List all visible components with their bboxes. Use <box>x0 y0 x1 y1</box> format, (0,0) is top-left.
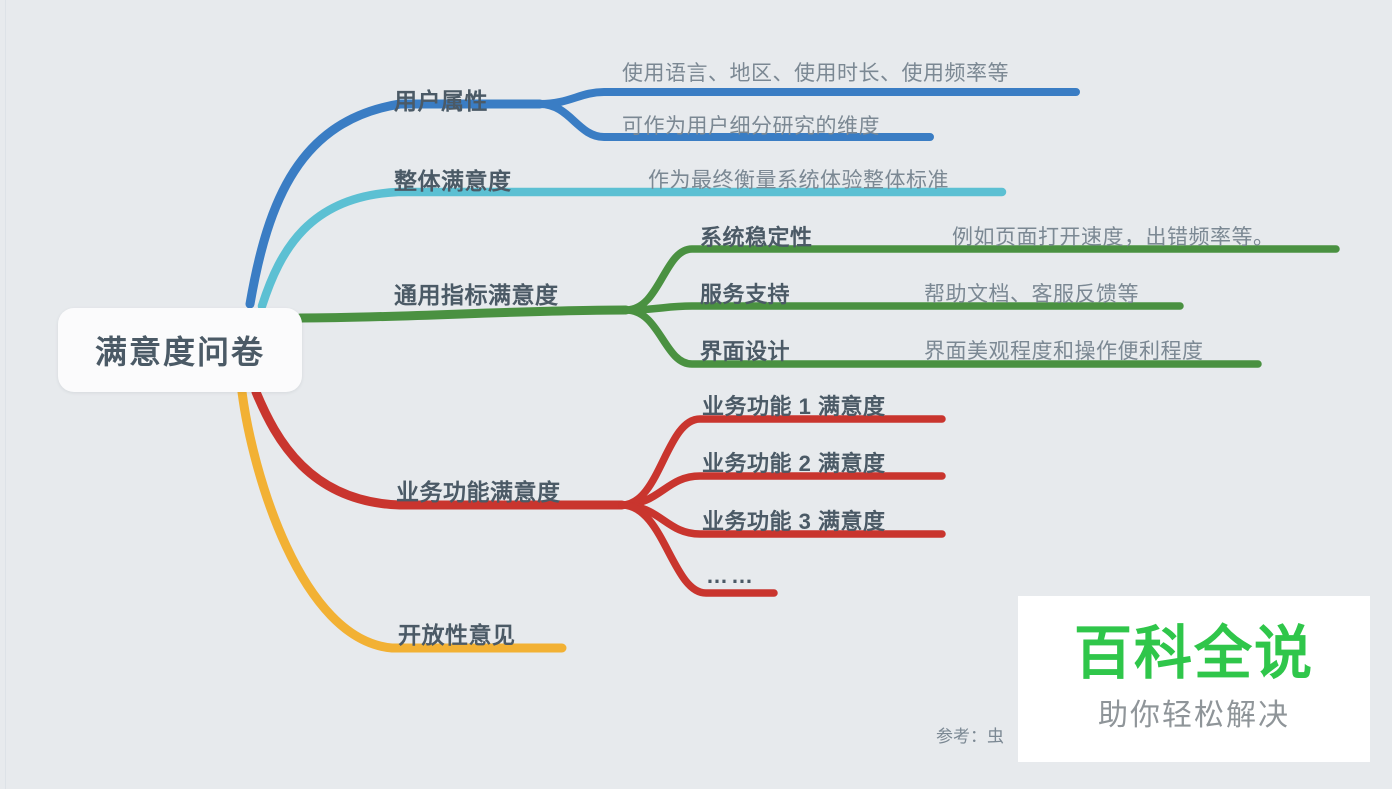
node-business-function-2-label: 业务功能 2 满意度 <box>702 451 886 476</box>
node-service-support-desc-label: 帮助文档、客服反馈等 <box>924 283 1139 306</box>
node-system-stability-label: 系统稳定性 <box>700 225 813 250</box>
node-business-function-1-label: 业务功能 1 满意度 <box>702 394 886 419</box>
node-business-function-2[interactable]: 业务功能 2 满意度 <box>702 446 885 478</box>
edge-user-attributes-to-child-1 <box>536 88 1080 108</box>
node-user-attributes-desc-1[interactable]: 使用语言、地区、使用时长、使用频率等 <box>622 57 1009 87</box>
node-service-support-desc[interactable]: 帮助文档、客服反馈等 <box>924 278 1139 308</box>
node-overall-satisfaction-label: 整体满意度 <box>394 168 512 194</box>
node-user-attributes-label: 用户属性 <box>394 88 488 114</box>
node-system-stability[interactable]: 系统稳定性 <box>700 220 813 252</box>
root-node[interactable]: 满意度问卷 <box>58 308 302 392</box>
node-user-attributes-desc-2-label: 可作为用户细分研究的维度 <box>622 115 880 138</box>
reference-text-label: 参考：虫 <box>936 727 1004 746</box>
watermark-title: 百科全说 <box>1073 620 1314 686</box>
node-interface-design-desc[interactable]: 界面美观程度和操作便利程度 <box>924 335 1204 365</box>
node-business-function-more[interactable]: …… <box>706 563 756 589</box>
node-service-support[interactable]: 服务支持 <box>700 277 790 309</box>
node-business-function-satisfaction-label: 业务功能满意度 <box>396 479 561 505</box>
node-interface-design[interactable]: 界面设计 <box>700 334 790 366</box>
node-business-function-1[interactable]: 业务功能 1 满意度 <box>702 389 885 421</box>
node-service-support-label: 服务支持 <box>700 282 791 307</box>
watermark-subtitle: 助你轻松解决 <box>1098 699 1290 733</box>
node-overall-satisfaction-desc[interactable]: 作为最终衡量系统体验整体标准 <box>648 164 949 194</box>
edge-business-function-to-child-2 <box>618 472 946 509</box>
node-user-attributes[interactable]: 用户属性 <box>394 82 488 116</box>
node-user-attributes-desc-1-label: 使用语言、地区、使用时长、使用频率等 <box>622 62 1009 85</box>
node-business-function-more-label: …… <box>706 563 756 588</box>
node-open-feedback[interactable]: 开放性意见 <box>398 616 516 650</box>
node-business-function-satisfaction[interactable]: 业务功能满意度 <box>396 473 561 507</box>
node-general-metric-satisfaction-label: 通用指标满意度 <box>394 282 559 308</box>
watermark-logo: 百科全说 助你轻松解决 <box>1018 596 1370 762</box>
edge-root-to-general-metric <box>295 305 631 323</box>
node-system-stability-desc[interactable]: 例如页面打开速度，出错频率等。 <box>952 221 1275 251</box>
node-interface-design-desc-label: 界面美观程度和操作便利程度 <box>924 340 1204 363</box>
left-rule-divider <box>5 0 6 789</box>
node-overall-satisfaction[interactable]: 整体满意度 <box>394 162 512 196</box>
node-business-function-3[interactable]: 业务功能 3 满意度 <box>702 504 885 536</box>
reference-text: 参考：虫 <box>936 722 1004 747</box>
node-open-feedback-label: 开放性意见 <box>398 622 516 648</box>
node-general-metric-satisfaction[interactable]: 通用指标满意度 <box>394 276 559 310</box>
node-overall-satisfaction-desc-label: 作为最终衡量系统体验整体标准 <box>648 169 949 192</box>
edge-root-to-overall-satisfaction <box>257 187 1007 311</box>
node-system-stability-desc-label: 例如页面打开速度，出错频率等。 <box>952 226 1275 249</box>
node-user-attributes-desc-2[interactable]: 可作为用户细分研究的维度 <box>622 110 880 140</box>
edge-root-to-user-attributes <box>245 99 545 309</box>
root-node-label: 满意度问卷 <box>94 334 265 370</box>
node-interface-design-label: 界面设计 <box>700 339 791 364</box>
node-business-function-3-label: 业务功能 3 满意度 <box>702 509 886 534</box>
edge-root-to-open-feedback <box>237 387 567 653</box>
